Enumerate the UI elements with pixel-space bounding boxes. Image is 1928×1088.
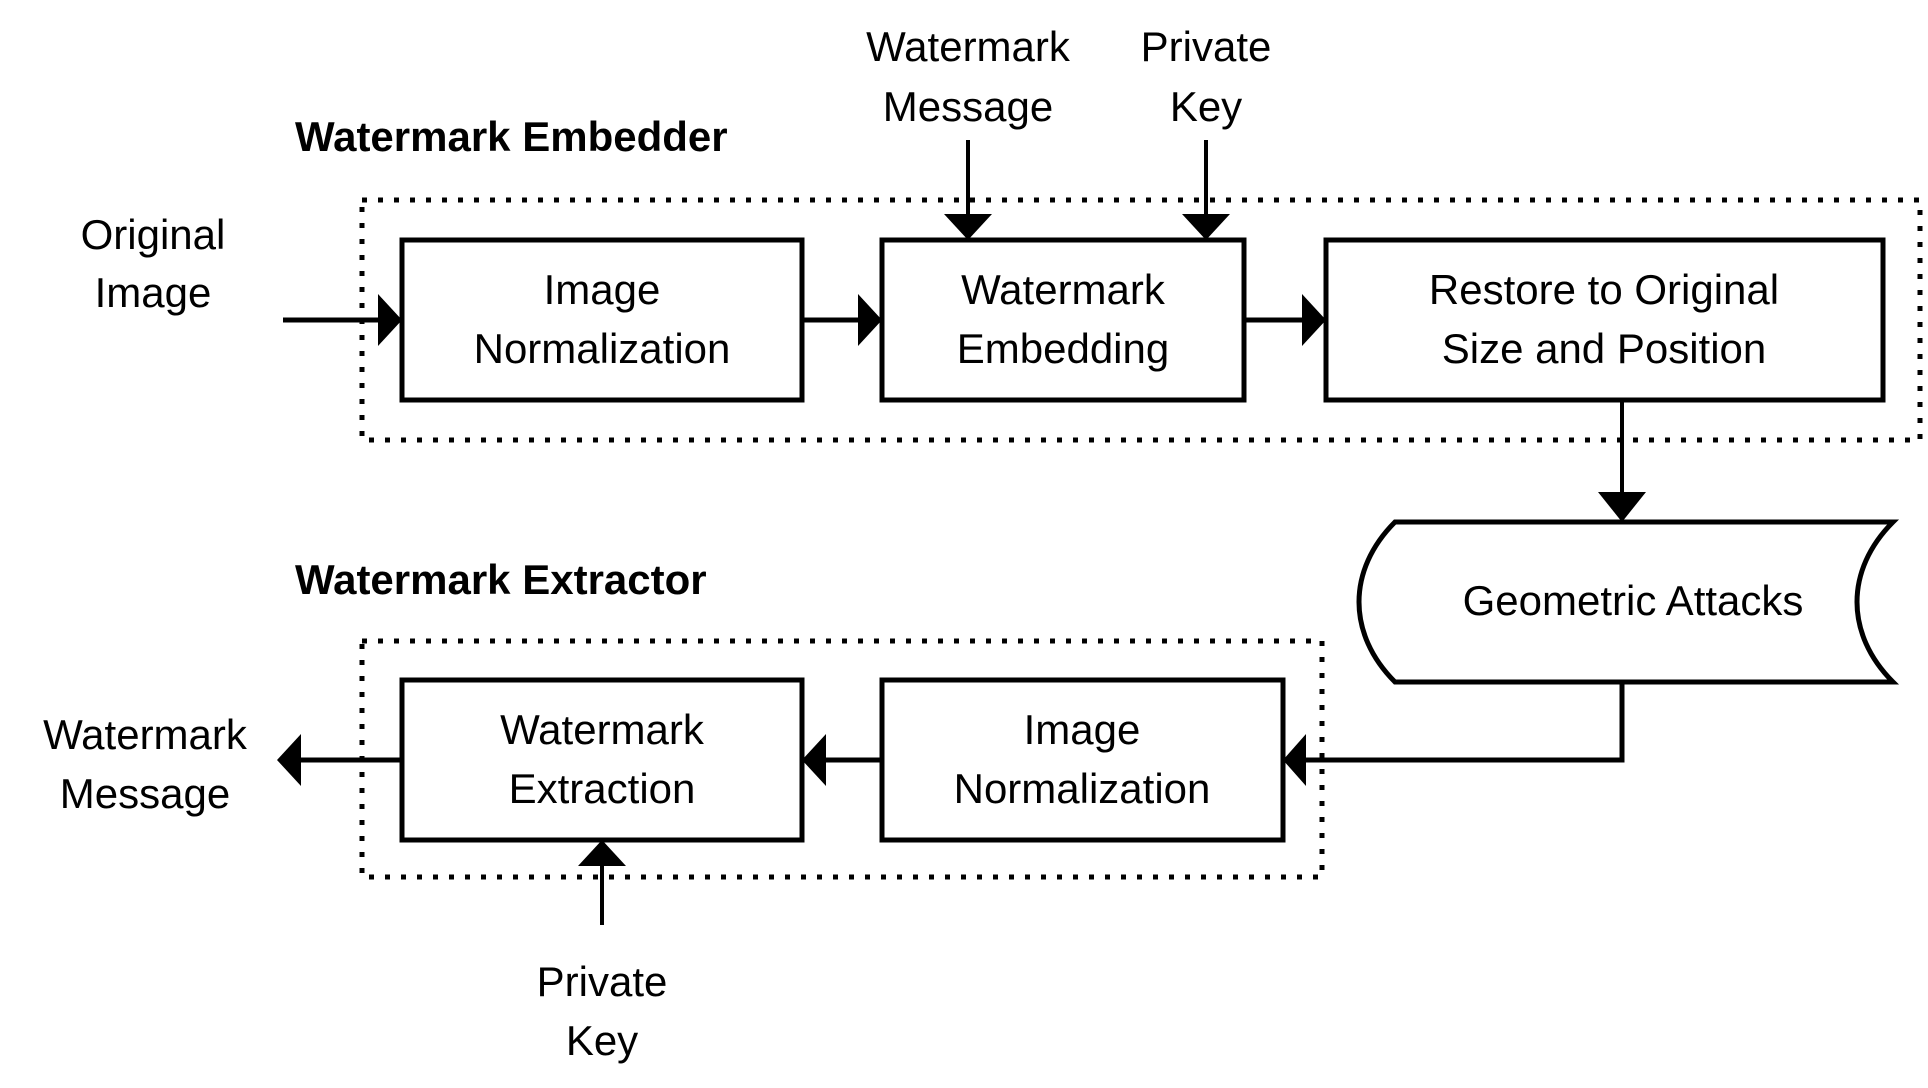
private-key-bottom-label-line1: Private	[537, 958, 668, 1005]
private-key-bottom-label-line2: Key	[566, 1017, 638, 1064]
geometric-attacks-label: Geometric Attacks	[1463, 577, 1804, 624]
box-image-normalization-extract-line2: Normalization	[954, 765, 1211, 812]
private-key-top-label-line1: Private	[1141, 23, 1272, 70]
arrowhead-to-watermark-embedding	[858, 294, 882, 346]
arrowhead-to-normalization-embed	[378, 294, 402, 346]
arrowhead-to-restore	[1302, 294, 1326, 346]
arrowhead-private-key-top-down	[1182, 214, 1230, 240]
box-image-normalization-extract[interactable]	[879, 677, 1286, 843]
watermark-message-input-label-line2: Message	[883, 83, 1053, 130]
extractor-section-title: Watermark Extractor	[295, 556, 707, 603]
arrowhead-to-watermark-extraction	[802, 734, 826, 786]
box-watermark-extraction-line1: Watermark	[500, 706, 705, 753]
connector-attacks-to-normalization-extract	[1306, 682, 1625, 763]
original-image-label-line2: Image	[95, 269, 212, 316]
box-image-normalization-embed[interactable]	[399, 237, 805, 403]
box-image-normalization-embed-line1: Image	[544, 266, 661, 313]
box-image-normalization-extract-line1: Image	[1024, 706, 1141, 753]
arrowhead-private-key-bottom-up	[578, 840, 626, 866]
original-image-label-line1: Original	[81, 211, 226, 258]
arrowhead-watermark-message-down	[944, 214, 992, 240]
embedder-section-title: Watermark Embedder	[295, 113, 728, 160]
watermark-message-output-label-line2: Message	[60, 770, 230, 817]
box-watermark-extraction[interactable]	[399, 677, 805, 843]
arrowhead-to-geometric-attacks	[1598, 492, 1646, 522]
watermark-message-input-label-line1: Watermark	[866, 23, 1071, 70]
box-watermark-embedding[interactable]	[879, 237, 1247, 403]
watermark-message-output-label-line1: Watermark	[43, 711, 248, 758]
box-watermark-embedding-line1: Watermark	[961, 266, 1166, 313]
arrowhead-to-normalization-extract	[1283, 734, 1306, 786]
box-watermark-embedding-line2: Embedding	[957, 325, 1169, 372]
private-key-top-label-line2: Key	[1170, 83, 1242, 130]
box-watermark-extraction-line2: Extraction	[509, 765, 696, 812]
shape-geometric-attacks[interactable]	[1356, 519, 1900, 685]
box-restore-original[interactable]	[1323, 237, 1886, 403]
box-restore-original-line2: Size and Position	[1442, 325, 1767, 372]
box-image-normalization-embed-line2: Normalization	[474, 325, 731, 372]
arrowhead-watermark-message-out	[277, 734, 301, 786]
box-restore-original-line1: Restore to Original	[1429, 266, 1779, 313]
